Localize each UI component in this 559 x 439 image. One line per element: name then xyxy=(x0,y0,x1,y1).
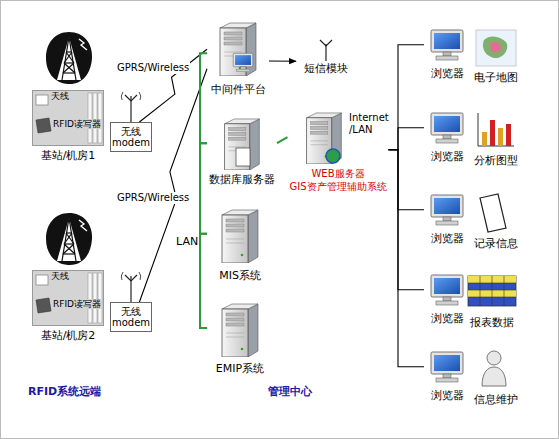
node-text: RFID读写器 xyxy=(52,299,102,309)
paper-icon xyxy=(480,194,506,232)
node-text: 短信模块 xyxy=(304,63,348,76)
connector xyxy=(200,53,207,143)
area-label: RFID系统远端 xyxy=(28,386,101,399)
node-text: 数据库服务器 xyxy=(209,174,275,187)
node-text: 中间件平台 xyxy=(211,84,266,97)
server-node: EMIP系统 xyxy=(207,300,273,380)
function-label: 报表数据 xyxy=(470,317,514,330)
network-label: LAN xyxy=(176,236,198,249)
node-text: RFID读写器 xyxy=(52,119,102,129)
node-text: 基站/机房1 xyxy=(41,150,96,163)
browser-node: 浏览器 xyxy=(424,111,470,167)
node-text: 浏览器 xyxy=(431,233,464,246)
connector xyxy=(139,69,207,302)
node-text: 基站/机房2 xyxy=(41,330,96,343)
base-station: 天线 RFID读写器基站/机房1 xyxy=(30,88,106,166)
tower-icons xyxy=(46,32,92,265)
modem-box: 无线 modem xyxy=(110,302,152,332)
function-label: 记录信息 xyxy=(474,238,518,251)
base-station: 天线 RFID读写器基站/机房2 xyxy=(30,268,106,346)
node-text: 浏览器 xyxy=(431,313,464,326)
function-label: 信息维护 xyxy=(474,394,518,407)
connector xyxy=(269,60,296,61)
table-icon xyxy=(468,276,516,306)
connector xyxy=(139,49,207,122)
network-label: Internet /LAN xyxy=(349,112,393,135)
node-text: 无线 modem xyxy=(111,126,151,149)
connector xyxy=(200,143,207,234)
web-server: WEB服务器GIS资产管理辅助系统 xyxy=(287,112,388,196)
connector xyxy=(277,137,288,143)
edge-label: GPRS/Wireless xyxy=(116,192,190,204)
node-text: 浏览器 xyxy=(431,68,464,81)
node-text: 天线 xyxy=(50,271,70,281)
node-text: MIS系统 xyxy=(219,270,261,283)
sms-antenna xyxy=(320,40,332,61)
node-text: 浏览器 xyxy=(431,390,464,403)
server-node: 数据库服务器 xyxy=(207,118,277,190)
sms-module: 短信模块 xyxy=(296,36,356,78)
node-text: 无线 modem xyxy=(111,306,151,329)
browser-node: 浏览器 xyxy=(424,273,470,329)
server-node: 中间件平台 xyxy=(207,22,269,100)
function-label: 分析图型 xyxy=(474,155,518,168)
person-icon xyxy=(482,351,506,386)
browser-node: 浏览器 xyxy=(424,193,470,249)
connector xyxy=(389,150,425,290)
connector xyxy=(389,45,425,150)
node-text: GIS资产管理辅助系统 xyxy=(289,181,386,193)
rack-icons xyxy=(33,91,104,326)
area-label: 管理中心 xyxy=(268,386,312,399)
edge-label: GPRS/Wireless xyxy=(116,62,190,74)
node-text: EMIP系统 xyxy=(216,363,264,376)
map-icon xyxy=(476,30,516,66)
browser-node: 浏览器 xyxy=(424,350,470,406)
connector xyxy=(389,150,425,210)
node-text: WEB服务器 xyxy=(311,168,364,180)
connector xyxy=(389,150,425,367)
connector xyxy=(200,234,207,328)
node-text: 浏览器 xyxy=(431,151,464,164)
browser-monitors xyxy=(431,30,463,382)
connector xyxy=(389,128,425,150)
chart-icon xyxy=(478,113,514,146)
server-node: MIS系统 xyxy=(207,205,273,287)
function-label: 电子地图 xyxy=(474,72,518,85)
modem-box: 无线 modem xyxy=(110,122,152,152)
node-text: 天线 xyxy=(50,91,70,101)
browser-node: 浏览器 xyxy=(424,28,470,84)
